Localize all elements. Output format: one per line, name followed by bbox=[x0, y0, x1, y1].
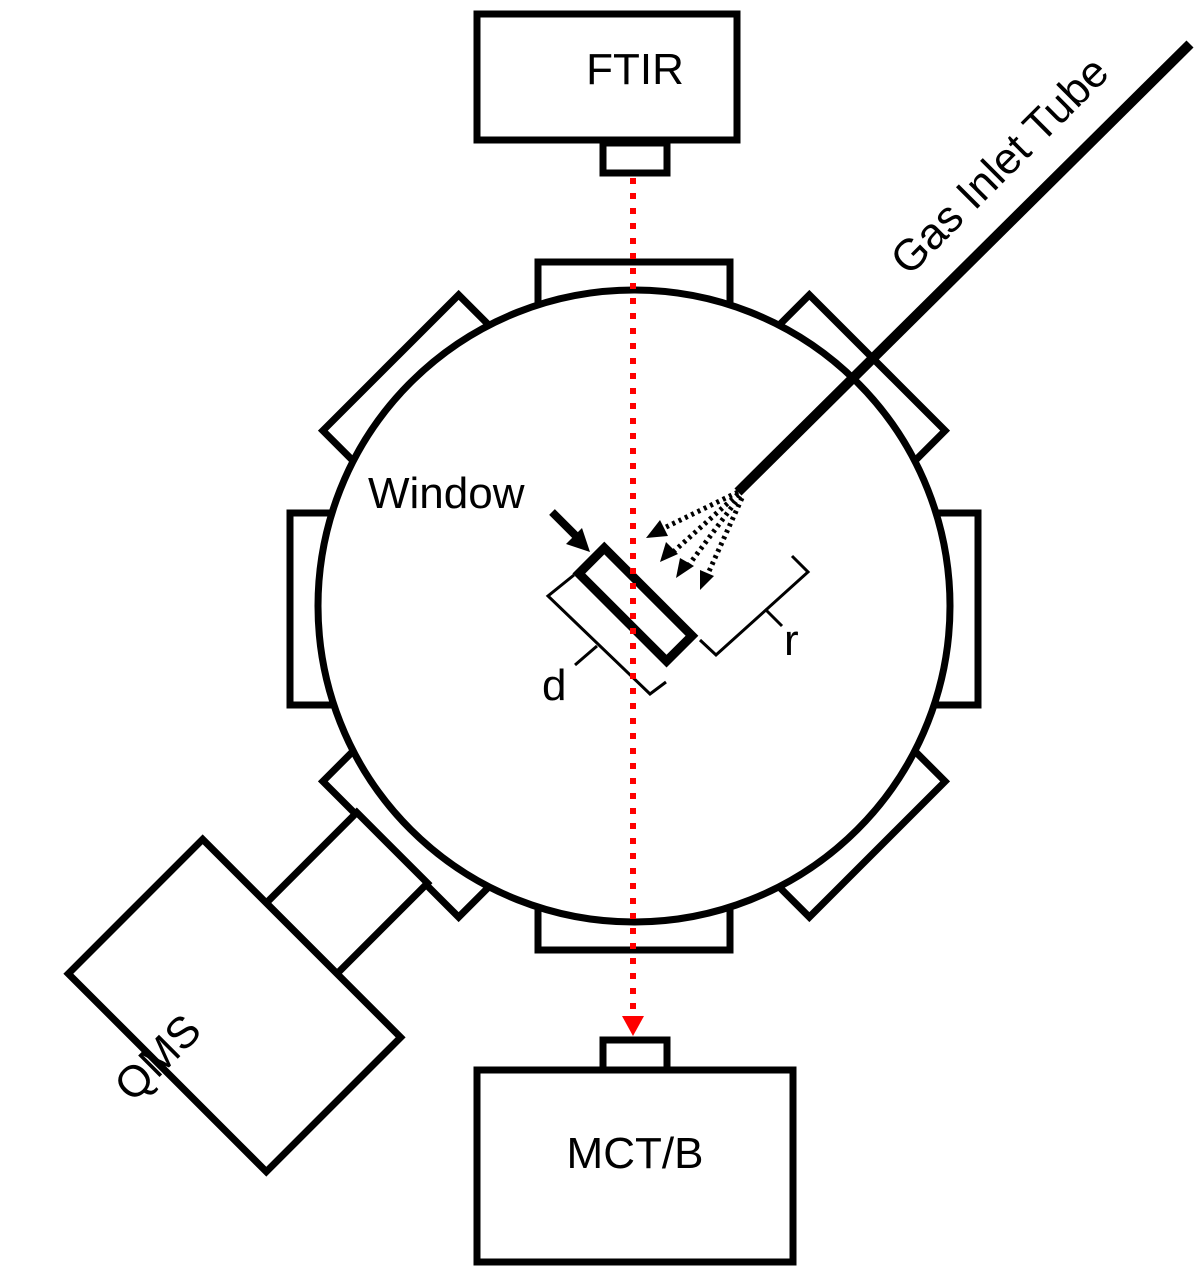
spray-arrowheads bbox=[646, 520, 714, 590]
spray-arrowhead-3 bbox=[676, 558, 694, 578]
gas-spray bbox=[658, 489, 745, 580]
ir-beam-arrowhead bbox=[622, 1016, 644, 1036]
dimension-r bbox=[698, 554, 811, 658]
qms-box bbox=[63, 834, 406, 1177]
gas-inlet-tube bbox=[734, 40, 1194, 496]
ftir-aperture bbox=[599, 139, 671, 177]
d-label: d bbox=[542, 661, 566, 710]
window-arrow-shaft bbox=[549, 509, 581, 541]
gas-inlet-label: Gas Inlet Tube bbox=[881, 47, 1118, 284]
mct-aperture bbox=[599, 1036, 671, 1074]
window bbox=[572, 541, 699, 668]
spray-arrowhead-1 bbox=[646, 520, 668, 538]
spray-line-1 bbox=[658, 489, 740, 533]
spray-line-4 bbox=[703, 496, 745, 580]
spray-line-3 bbox=[685, 494, 743, 568]
r-label: r bbox=[784, 616, 799, 665]
ftir-label: FTIR bbox=[586, 45, 684, 94]
spray-arrowhead-2 bbox=[660, 542, 678, 562]
mct-label: MCT/B bbox=[567, 1129, 704, 1178]
spray-arrowhead-4 bbox=[700, 570, 714, 590]
mct-box bbox=[473, 1066, 797, 1266]
dimension-d bbox=[545, 573, 667, 696]
window-label: Window bbox=[368, 469, 525, 518]
ftir-box bbox=[473, 10, 741, 144]
spray-line-2 bbox=[670, 492, 740, 555]
window-arrow-head bbox=[566, 528, 590, 552]
window-frame bbox=[572, 541, 699, 668]
